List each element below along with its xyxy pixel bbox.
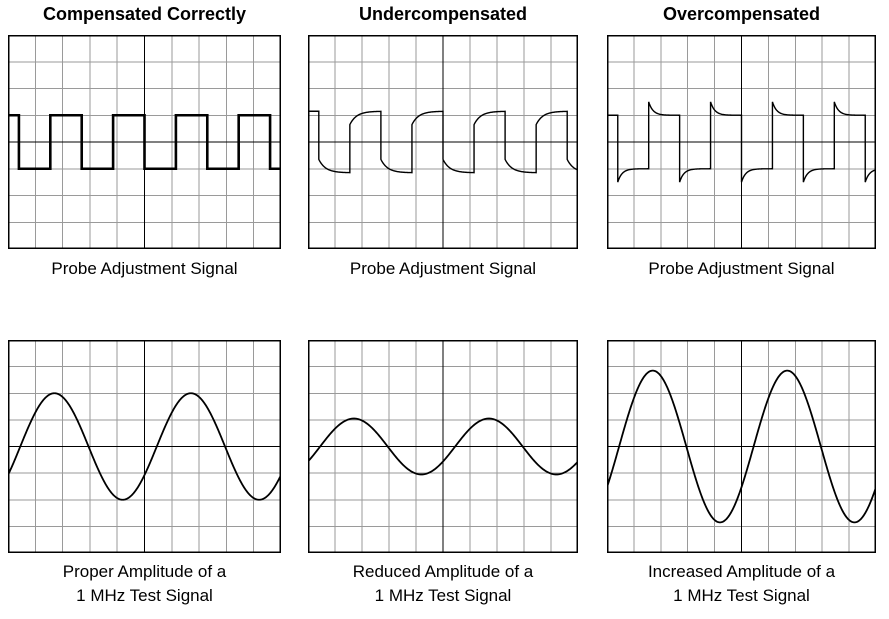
oscilloscope-display-test-signal (8, 340, 281, 553)
test-signal-caption-line2: 1 MHz Test Signal (76, 586, 213, 605)
column-overcompensated: Overcompensated Probe Adjustment Signal … (607, 0, 876, 619)
column-undercompensated: Undercompensated Probe Adjustment Signal… (308, 0, 578, 619)
waveform-trace (8, 392, 281, 501)
oscilloscope-display-probe-adjustment (8, 35, 281, 249)
probe-adjustment-caption: Probe Adjustment Signal (51, 259, 238, 278)
panel-border (8, 35, 281, 249)
column-title: Compensated Correctly (42, 4, 247, 24)
test-signal-caption-line1: Proper Amplitude of a (62, 562, 227, 581)
test-signal-caption: Proper Amplitude of a 1 MHz Test Signal (8, 560, 281, 608)
oscilloscope-display-probe-adjustment (308, 35, 578, 249)
test-signal-caption-line1: Increased Amplitude of a (647, 562, 836, 581)
panel-border (8, 340, 281, 553)
probe-adjustment-caption: Probe Adjustment Signal (648, 259, 835, 278)
oscilloscope-display-probe-adjustment (607, 35, 876, 249)
panel-border (308, 340, 578, 553)
panel-border (607, 35, 876, 249)
waveform-trace (308, 417, 578, 476)
panel-border (607, 340, 876, 553)
waveform-trace (8, 113, 281, 171)
oscilloscope-display-test-signal (607, 340, 876, 553)
test-signal-caption-line2: 1 MHz Test Signal (374, 586, 512, 605)
waveform-trace (607, 369, 876, 524)
waveform-trace (308, 110, 578, 174)
test-signal-caption-line1: Reduced Amplitude of a (352, 562, 534, 581)
oscilloscope-display-test-signal (308, 340, 578, 553)
column-compensated-correctly: Compensated Correctly Probe Adjustment S… (8, 0, 281, 619)
waveform-trace (607, 101, 876, 183)
panel-border (308, 35, 578, 249)
probe-adjustment-caption: Probe Adjustment Signal (349, 259, 537, 278)
column-title: Undercompensated (358, 4, 528, 24)
test-signal-caption: Increased Amplitude of a 1 MHz Test Sign… (607, 560, 876, 608)
test-signal-caption: Reduced Amplitude of a 1 MHz Test Signal (308, 560, 578, 608)
column-title: Overcompensated (662, 4, 821, 24)
test-signal-caption-line2: 1 MHz Test Signal (673, 586, 810, 605)
